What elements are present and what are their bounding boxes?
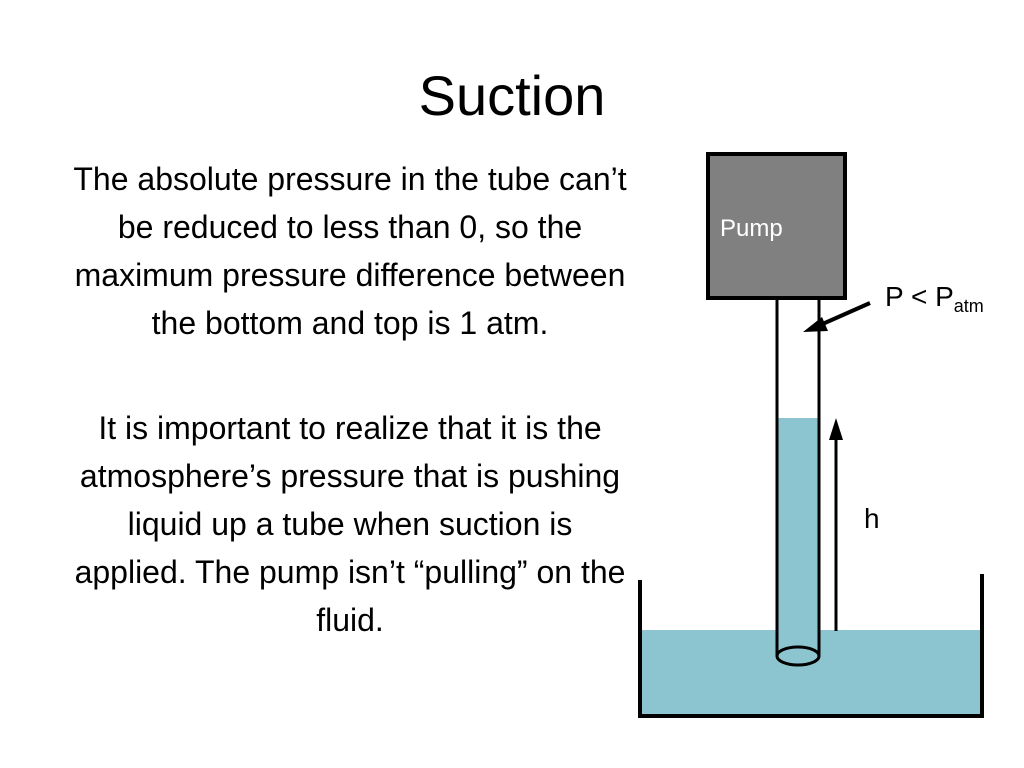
paragraph-pressure-limit: The absolute pressure in the tube can’t … (73, 161, 627, 341)
height-label: h (864, 503, 880, 534)
slide-title: Suction (418, 64, 606, 127)
tank-outline (638, 574, 984, 718)
pressure-pointer-arrowhead (803, 317, 828, 332)
height-arrow-head (829, 418, 843, 440)
pressure-label-main: P < P (885, 281, 954, 312)
paragraph-atmosphere-explanation: It is important to realize that it is th… (74, 410, 626, 638)
pump-label: Pump (720, 215, 783, 242)
tube-opening-ellipse (775, 645, 821, 667)
pump-box (706, 152, 847, 300)
pressure-label: P < Patm (885, 281, 984, 316)
tube-liquid-column (777, 418, 819, 656)
body-text: The absolute pressure in the tube can’t … (70, 155, 630, 644)
pressure-pointer-line (817, 301, 871, 328)
pressure-label-subscript: atm (954, 296, 984, 316)
